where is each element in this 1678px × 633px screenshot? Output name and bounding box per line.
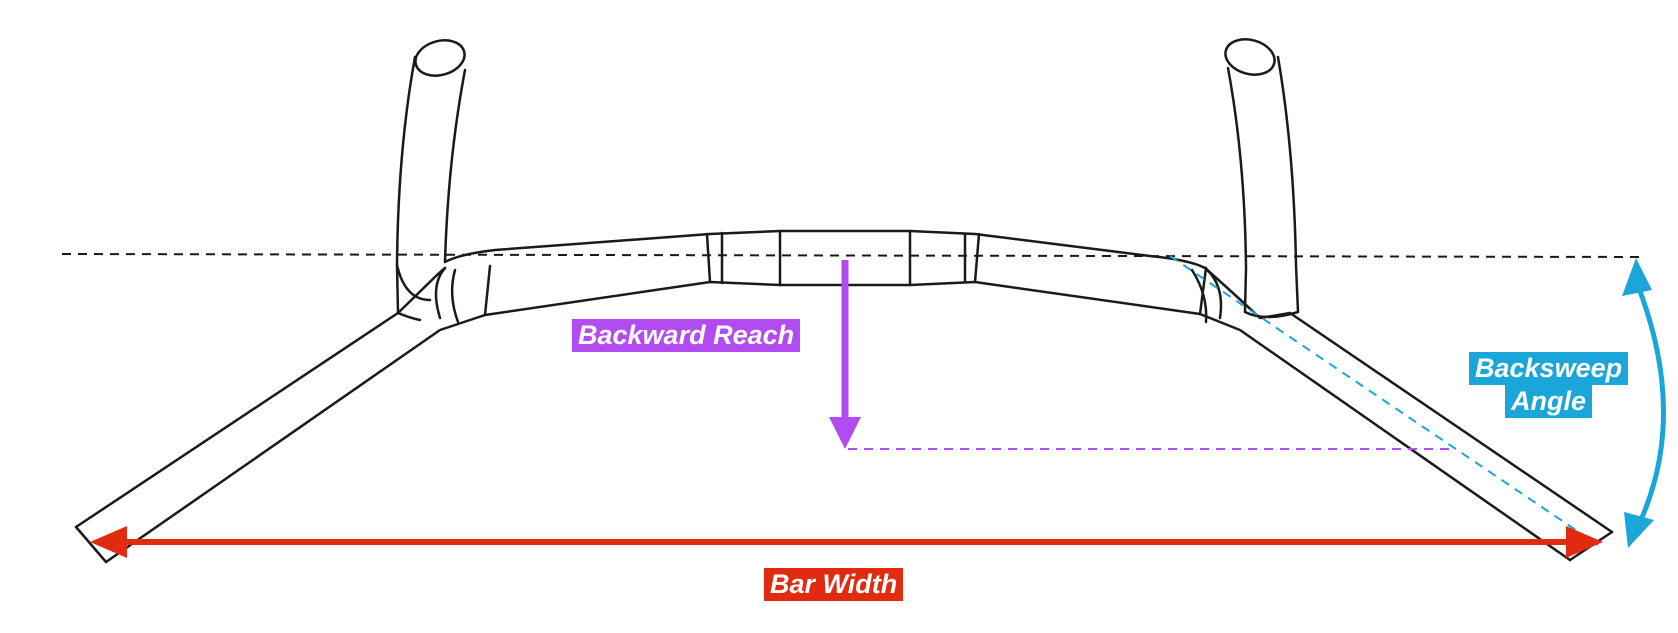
backsweep-line [1169, 255, 1599, 546]
double-arrow-left-head [90, 526, 127, 558]
down-arrow [829, 417, 861, 449]
reference-line [61, 253, 1641, 258]
backsweep-label-line1: Backsweep [1469, 352, 1629, 385]
curved-arrow-top-head [1622, 258, 1652, 296]
curved-double-arrow [1635, 285, 1666, 524]
backward-reach-label: Backward Reach [572, 319, 801, 352]
backsweep-angle-label: Backsweep Angle [1469, 352, 1629, 418]
backsweep-label-line2: Angle [1505, 385, 1593, 418]
double-arrow-right-head [1566, 526, 1603, 558]
bar-width-label: Bar Width [764, 568, 904, 601]
curved-arrow-bottom-head [1624, 512, 1654, 548]
